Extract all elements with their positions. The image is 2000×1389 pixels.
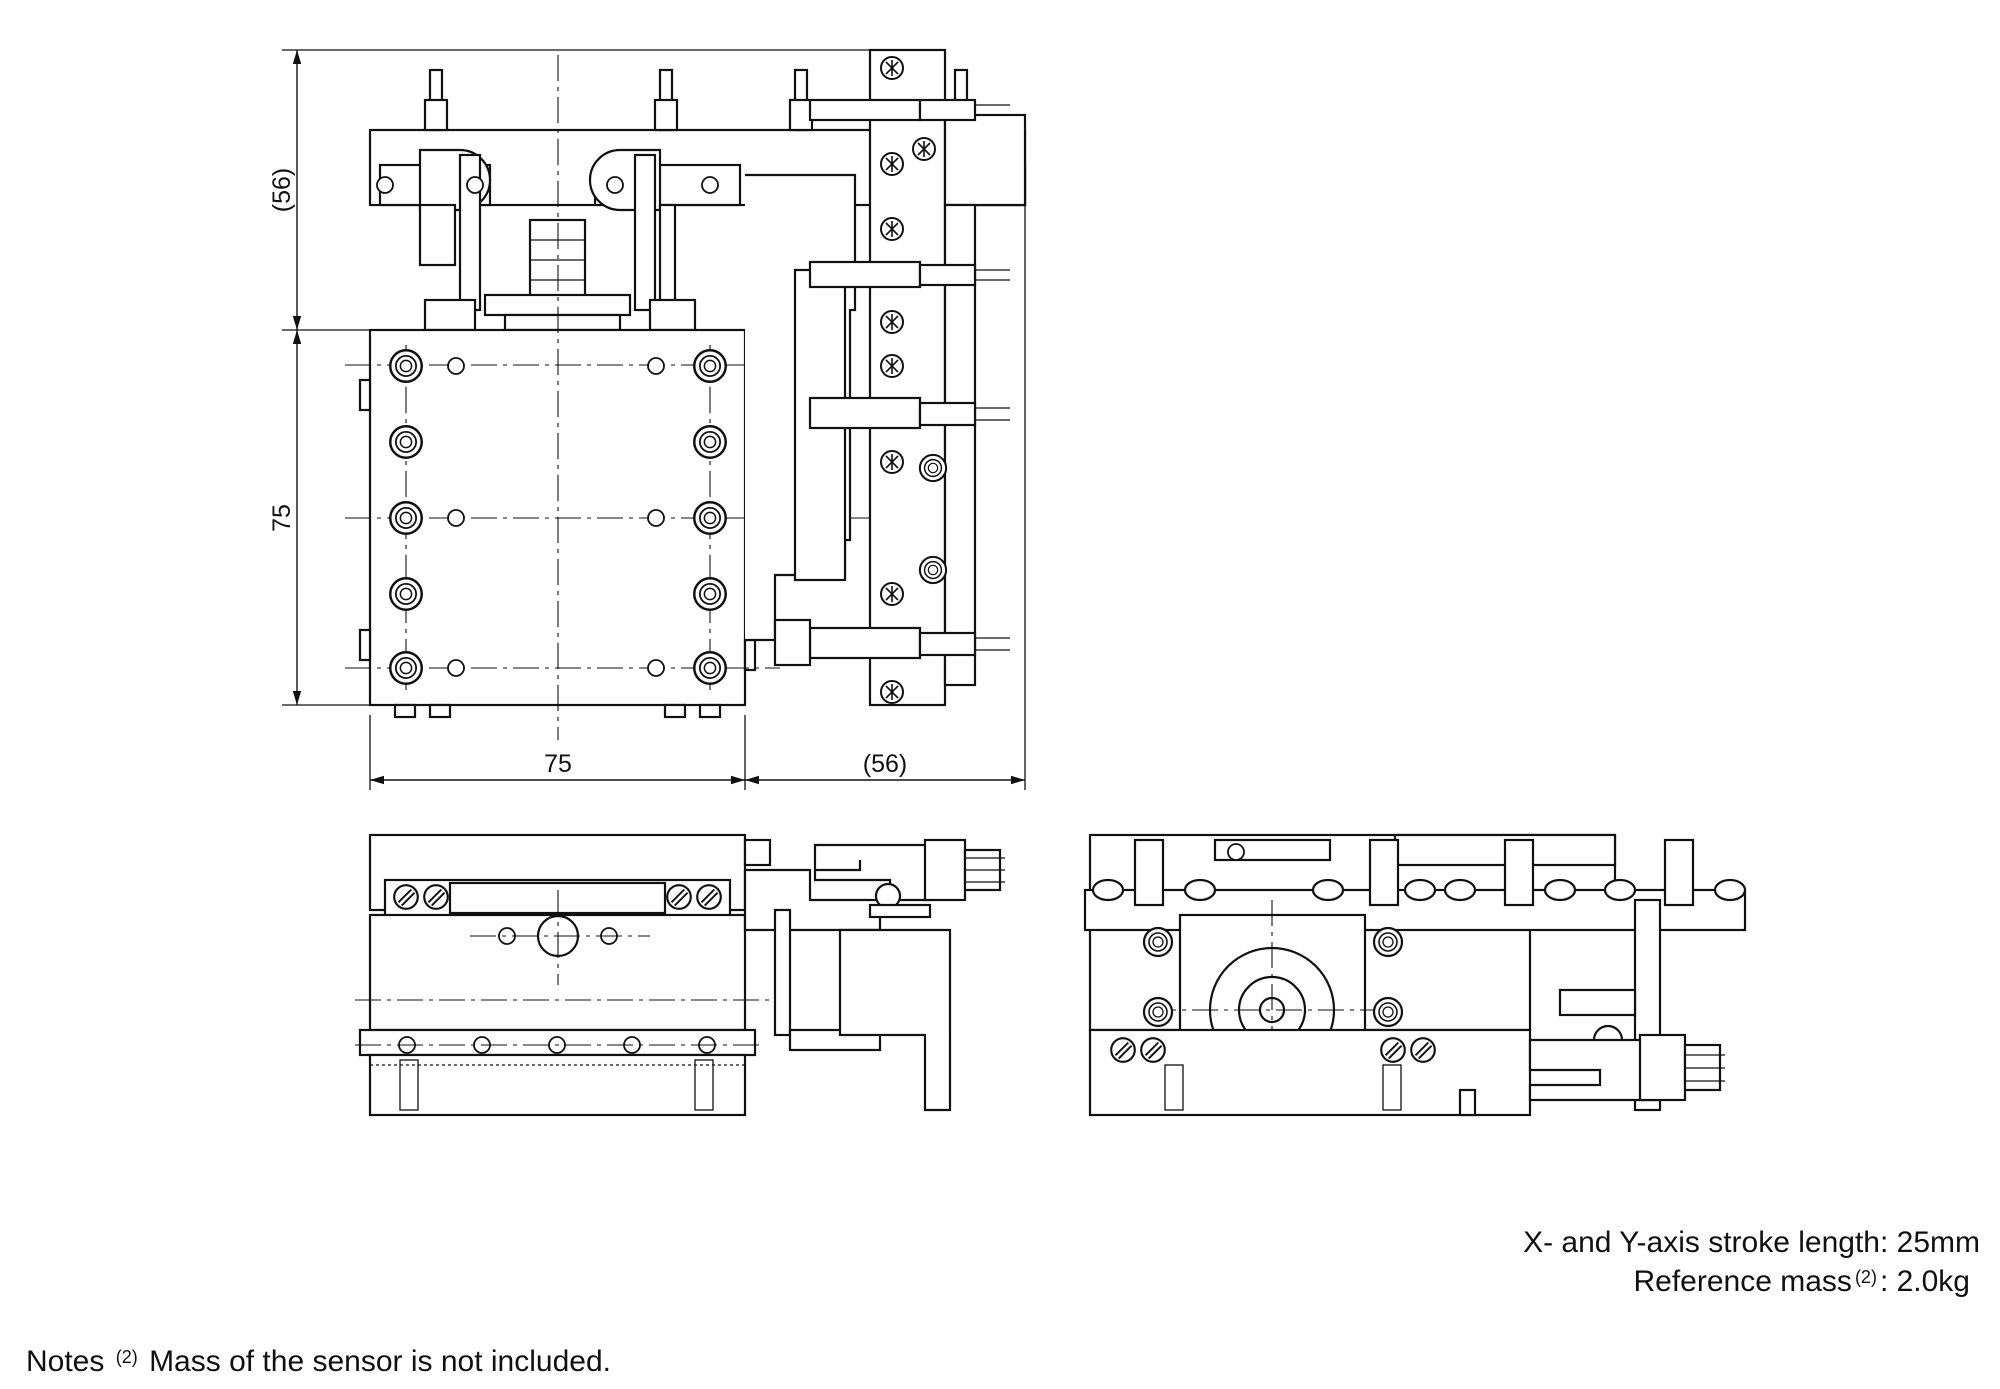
reference-mass-spec: Reference mass(2): 2.0kg [1634, 1265, 1971, 1299]
dim-body-width: 75 [544, 750, 572, 778]
dim-top-height: (56) [268, 168, 296, 212]
dim-body-height: 75 [268, 504, 296, 532]
mass-label: Reference mass [1633, 1265, 1852, 1298]
front-view [355, 833, 1005, 1117]
dim-side-width: (56) [863, 750, 907, 778]
notes-ref: (2) [115, 1347, 138, 1367]
notes-footnote: Notes (2) Mass of the sensor is not incl… [26, 1345, 611, 1379]
mass-value: : 2.0kg [1879, 1265, 1970, 1298]
mass-footnote-ref: (2) [1854, 1267, 1877, 1287]
notes-label: Notes [26, 1345, 105, 1378]
notes-text: Mass of the sensor is not included. [149, 1345, 611, 1378]
side-view [1083, 833, 1747, 1117]
top-view: (56) 75 75 (56) [268, 48, 1027, 790]
stroke-length-spec: X- and Y-axis stroke length: 25mm [1523, 1226, 1980, 1259]
